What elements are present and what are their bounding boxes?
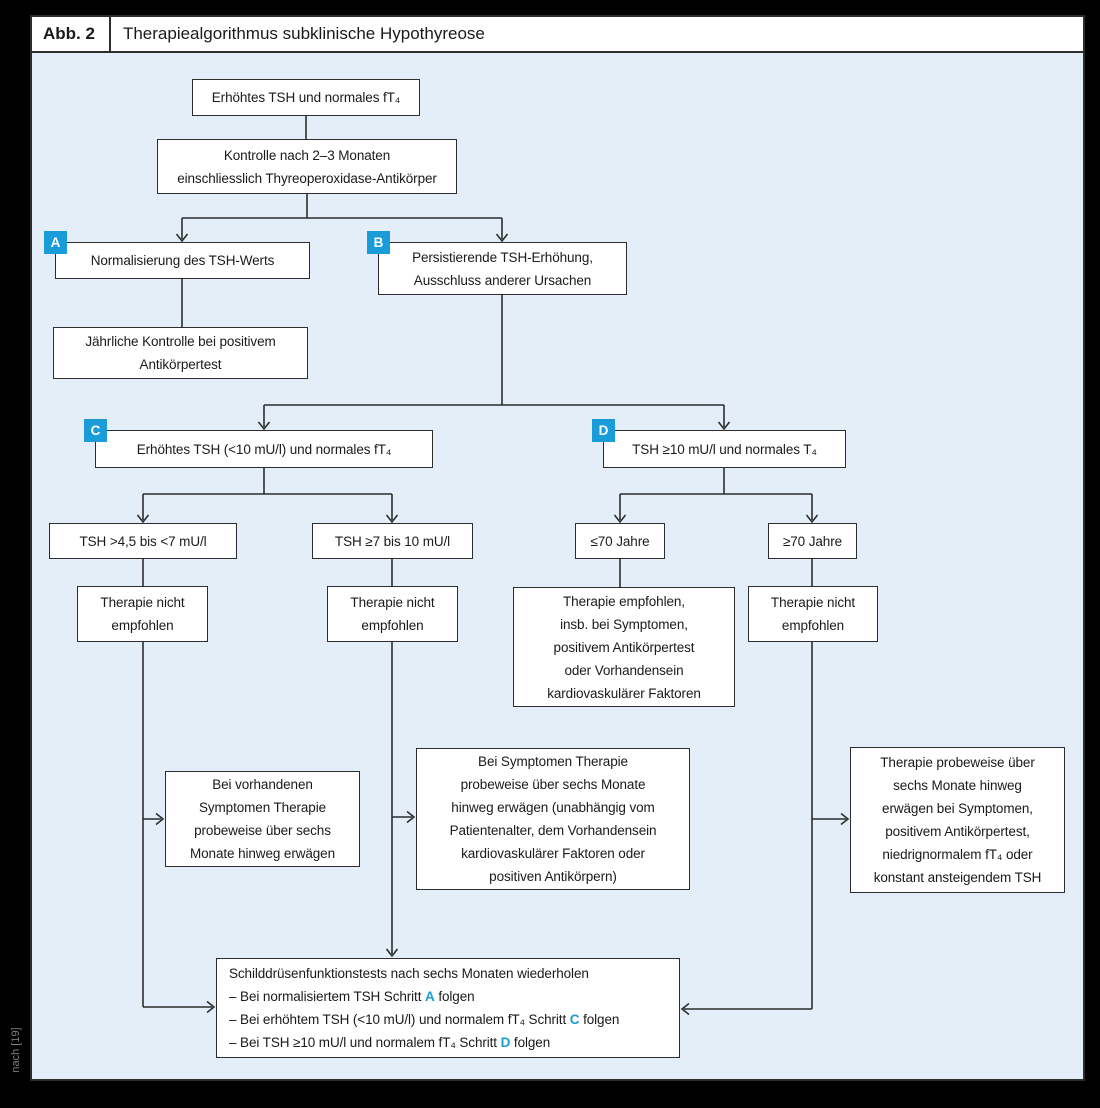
badge-b: B	[367, 231, 390, 254]
figure-header: Abb. 2 Therapiealgorithmus subklinische …	[32, 17, 1083, 53]
figure-label: Abb. 2	[43, 24, 95, 43]
header-divider	[108, 17, 111, 51]
final-item-text: folgen	[434, 989, 475, 1004]
badge-a: A	[44, 231, 67, 254]
final-item-d: – Bei TSH ≥10 mU/l und normalem fT₄ Schr…	[229, 1031, 550, 1054]
node-tsh-ab-10: TSH ≥10 mU/l und normales T₄	[603, 430, 846, 468]
final-item-a: – Bei normalisiertem TSH Schritt A folge…	[229, 985, 475, 1008]
node-tsh-7-bis-10: TSH ≥7 bis 10 mU/l	[312, 523, 473, 559]
node-therapie-nicht-empfohlen-3: Therapie nicht empfohlen	[748, 586, 878, 642]
source-note: nach [19]	[10, 1027, 22, 1073]
node-bis-70-jahre: ≤70 Jahre	[575, 523, 665, 559]
node-kontrolle-2-3-monate: Kontrolle nach 2–3 Monaten einschliessli…	[157, 139, 457, 194]
node-persistierende-erhoehung: Persistierende TSH-Erhöhung, Ausschluss …	[378, 242, 627, 295]
node-normalisierung-tsh: Normalisierung des TSH-Werts	[55, 242, 310, 279]
final-item-text: – Bei erhöhtem TSH (<10 mU/l) und normal…	[229, 1012, 570, 1027]
final-item-text: folgen	[579, 1012, 620, 1027]
badge-c: C	[84, 419, 107, 442]
step-letter-a: A	[425, 989, 435, 1004]
node-therapie-erwaegen-links: Bei vorhandenen Symptomen Therapie probe…	[165, 771, 360, 867]
node-wiederholung-sechs-monate: Schilddrüsenfunktionstests nach sechs Mo…	[216, 958, 680, 1058]
node-therapie-erwaegen-mitte: Bei Symptomen Therapie probeweise über s…	[416, 748, 690, 890]
final-title: Schilddrüsenfunktionstests nach sechs Mo…	[229, 966, 589, 981]
node-jaehrliche-kontrolle: Jährliche Kontrolle bei positivem Antikö…	[53, 327, 308, 379]
step-letter-d: D	[500, 1035, 511, 1050]
node-therapie-nicht-empfohlen-1: Therapie nicht empfohlen	[77, 586, 208, 642]
node-erhoehtes-tsh-start: Erhöhtes TSH und normales fT₄	[192, 79, 420, 116]
figure-title: Therapiealgorithmus subklinische Hypothy…	[122, 24, 485, 43]
final-item-text: – Bei TSH ≥10 mU/l und normalem fT₄ Schr…	[229, 1035, 501, 1050]
node-erhoehtes-tsh-unter-10: Erhöhtes TSH (<10 mU/l) und normales fT₄	[95, 430, 433, 468]
badge-d: D	[592, 419, 615, 442]
final-item-text: folgen	[510, 1035, 551, 1050]
node-therapie-nicht-empfohlen-2: Therapie nicht empfohlen	[327, 586, 458, 642]
node-tsh-4-5-bis-7: TSH >4,5 bis <7 mU/l	[49, 523, 237, 559]
final-item-text: – Bei normalisiertem TSH Schritt	[229, 989, 426, 1004]
final-item-c: – Bei erhöhtem TSH (<10 mU/l) und normal…	[229, 1008, 619, 1031]
node-therapie-erwaegen-rechts: Therapie probeweise über sechs Monate hi…	[850, 747, 1065, 893]
node-therapie-empfohlen: Therapie empfohlen, insb. bei Symptomen,…	[513, 587, 735, 707]
step-letter-c: C	[569, 1012, 580, 1027]
node-ab-70-jahre: ≥70 Jahre	[768, 523, 857, 559]
